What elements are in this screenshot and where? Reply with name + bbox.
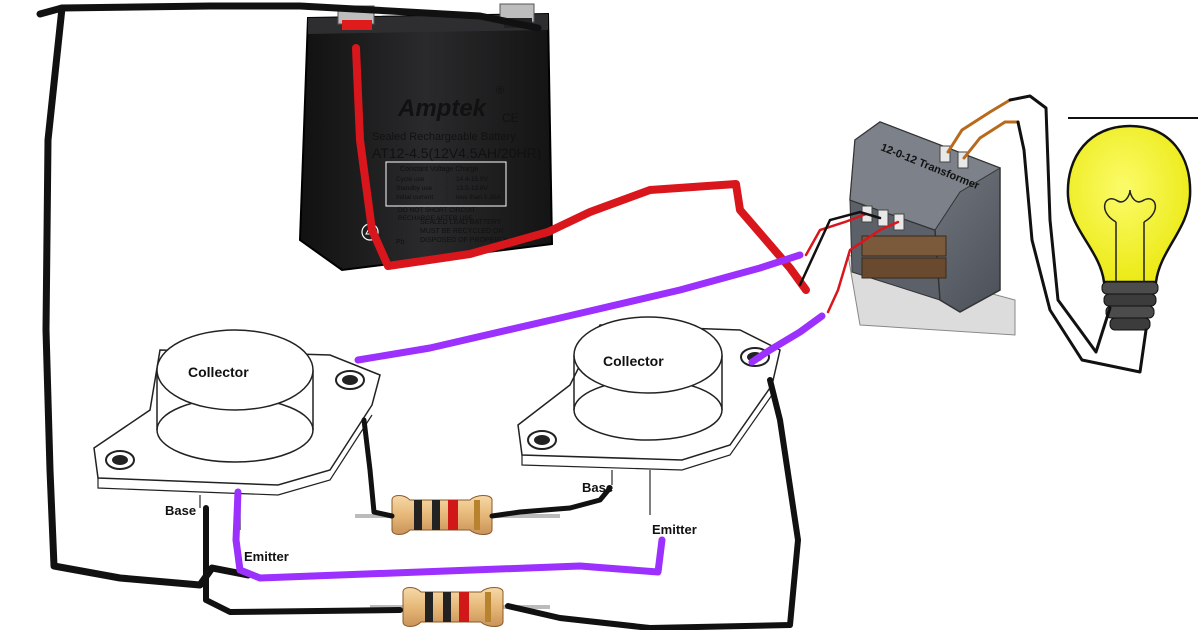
transistor-left-collector-label: Collector	[188, 364, 249, 380]
spec-value: 13.5-13.8V	[456, 185, 488, 192]
battery-registered-mark: ®	[496, 85, 504, 97]
battery: Amptek ® CE Sealed Rechargeable Battery …	[298, 3, 554, 272]
spec-sep: :	[446, 176, 448, 183]
battery-charge-title: Constant Voltage Charge	[400, 166, 478, 173]
battery-pb-mark: Pb	[396, 239, 405, 246]
battery-ce-mark: CE	[502, 111, 519, 125]
transformer-coil	[861, 235, 947, 279]
wire-black-bulb	[1008, 94, 1148, 374]
spec-label: Initial current	[396, 194, 433, 201]
transistor-left-emitter-label: Emitter	[244, 549, 289, 564]
battery-warning: DO NOT SHORT CIRCUIT	[398, 207, 476, 214]
wire-black-emitter-return	[203, 377, 801, 630]
wire-red	[352, 44, 810, 294]
wire-copper	[946, 98, 1020, 160]
transformer: 12-0-12 Transformer	[847, 121, 1016, 336]
wire-purple	[232, 251, 826, 582]
battery-brand: Amptek	[397, 95, 488, 122]
battery-disposal-line: MUST BE RECYCLED OR	[420, 228, 504, 235]
spec-value: less than 1.35A	[456, 194, 501, 201]
transistor-left-base-label: Base	[165, 503, 196, 518]
battery-heading: Sealed Rechargeable Battery	[372, 131, 516, 143]
spec-sep: :	[446, 185, 448, 192]
spec-value: 14.4-15.0V	[456, 176, 488, 183]
spec-label: Cycle use	[396, 176, 425, 183]
transistor-right: Collector Base Emitter	[517, 316, 781, 537]
bulb-base	[1101, 281, 1159, 331]
wire-black-base-link	[361, 417, 613, 519]
transistor-left: Collector Base Emitter	[93, 329, 381, 564]
battery-spec-box: Constant Voltage Charge Cycle use : 14.4…	[385, 161, 507, 207]
light-bulb	[1066, 117, 1198, 331]
wire-black-thin	[798, 210, 882, 287]
transistor-right-collector-label: Collector	[603, 353, 664, 369]
battery-model: AT12-4.5(12V4.5AH/20HR)	[372, 145, 541, 161]
battery-disposal-line: SEALED LEAD BATTERY	[420, 219, 502, 226]
spec-sep: :	[446, 194, 448, 201]
bulb-filament	[1104, 189, 1156, 282]
wire-red-thin	[804, 212, 900, 314]
battery-warning: RECHARGE AFTER USE	[398, 215, 473, 222]
spec-label: Standby use	[396, 185, 433, 192]
battery-disposal-line: DISPOSED OF PROPERLY	[420, 237, 508, 244]
transistor-right-emitter-label: Emitter	[652, 522, 697, 537]
